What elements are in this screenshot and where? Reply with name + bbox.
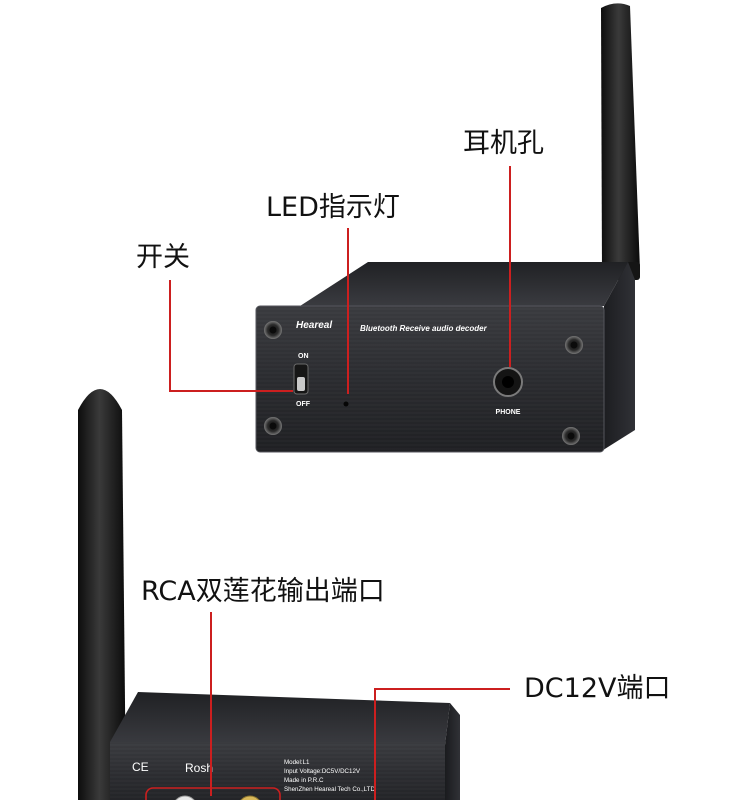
screw-icon (264, 321, 282, 339)
rca-output-jacks-icon (175, 795, 260, 800)
switch-callout-line (169, 280, 293, 392)
callout-dc: DC12V端口 (524, 673, 671, 704)
phone-label: PHONE (496, 409, 521, 416)
front-device: Heareal Bluetooth Receive audio decoder … (255, 3, 640, 453)
callout-led: LED指示灯 (266, 192, 400, 223)
callout-switch: 开关 (136, 242, 190, 273)
rear-device: CE Rosh Model:L1 Input Voltage:DC5V/DC12… (78, 389, 460, 800)
screw-icon (562, 427, 580, 445)
spec-text: Model:L1 Input Voltage:DC5V/DC12V Made i… (284, 759, 375, 793)
dc-callout-line (374, 688, 510, 800)
screw-icon (264, 417, 282, 435)
rohs-mark: Rosh (185, 761, 213, 775)
screw-icon (565, 336, 583, 354)
callout-lines (145, 166, 511, 800)
brand-label: Heareal (296, 320, 332, 331)
led-indicator-icon (343, 401, 349, 407)
spec-line: Input Voltage:DC5V/DC12V (284, 768, 361, 775)
callout-rca: RCA双莲花输出端口 (141, 576, 385, 607)
spec-line: Made in P.R.C (284, 777, 324, 784)
ce-mark: CE (132, 760, 149, 774)
switch-off-label: OFF (296, 401, 311, 408)
antenna-rear (78, 389, 126, 800)
headphone-jack-icon (493, 367, 523, 397)
rca-highlight-box (145, 787, 281, 800)
switch-on-label: ON (298, 353, 309, 360)
spec-line: ShenZhen Heareal Tech Co.,LTD (284, 786, 375, 793)
antenna-front (598, 3, 640, 280)
power-switch[interactable] (293, 363, 309, 395)
spec-line: Model:L1 (284, 759, 310, 766)
callout-headphone: 耳机孔 (463, 128, 544, 159)
product-subtitle: Bluetooth Receive audio decoder (360, 324, 488, 333)
